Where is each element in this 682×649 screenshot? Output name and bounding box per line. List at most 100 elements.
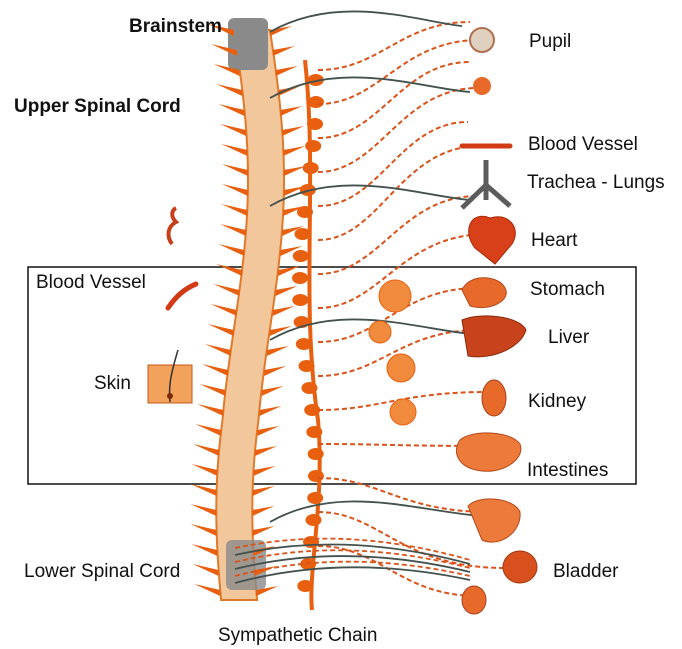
- nerve-root-right: [254, 466, 276, 476]
- colon-organ: [468, 499, 520, 542]
- pupil-label: Pupil: [529, 32, 571, 51]
- skin-tissue: [148, 350, 192, 403]
- trachea-lungs-label: Trachea - Lungs: [527, 173, 665, 192]
- bladder-label: Bladder: [553, 562, 619, 581]
- chain-ganglion: [292, 272, 308, 284]
- chain-ganglion: [294, 228, 310, 240]
- nerve-root-right: [276, 66, 298, 76]
- nerve-root-right: [278, 86, 300, 96]
- prevertebral-ganglion: [379, 280, 411, 312]
- nerve-root-right: [273, 46, 295, 56]
- nerve-root-left: [221, 204, 247, 216]
- nerve-root-left: [200, 384, 226, 396]
- nerve-root-left: [214, 284, 240, 296]
- chain-ganglion: [293, 250, 309, 262]
- parasympathetic-fiber: [270, 11, 462, 32]
- nerve-root-left: [194, 584, 220, 596]
- chain-ganglion: [292, 294, 308, 306]
- upper-spinal-cord-label: Upper Spinal Cord: [14, 97, 181, 116]
- nerve-root-left: [220, 124, 246, 136]
- nerve-root-right: [282, 126, 304, 136]
- chain-ganglion: [308, 96, 324, 108]
- nerve-root-right: [262, 386, 284, 396]
- organs: [457, 28, 537, 614]
- nerve-root-right: [284, 166, 306, 176]
- nerve-root-left: [193, 444, 219, 456]
- nerve-root-left: [216, 84, 242, 96]
- chain-ganglion: [304, 404, 320, 416]
- nerve-root-right: [267, 346, 289, 356]
- prevertebral-ganglion: [369, 321, 391, 343]
- nerve-root-left: [191, 544, 217, 556]
- brainstem-label: Brainstem: [129, 17, 222, 36]
- nerve-root-right: [252, 506, 274, 516]
- nerve-root-right: [257, 426, 279, 436]
- liver-organ: [462, 316, 526, 357]
- brainstem-cap: [228, 18, 268, 70]
- lower-cord-gray: [226, 540, 266, 590]
- chain-ganglion: [303, 536, 319, 548]
- nerve-root-left: [216, 264, 242, 276]
- nerve-root-left: [192, 464, 218, 476]
- kidney-organ: [482, 380, 506, 416]
- nerve-root-left: [220, 224, 246, 236]
- chain-ganglion: [305, 140, 321, 152]
- nerve-root-left: [208, 324, 234, 336]
- chain-ganglion: [296, 338, 312, 350]
- nerve-root-right: [283, 146, 305, 156]
- heart-label: Heart: [531, 231, 577, 250]
- preganglionic-fiber: [318, 478, 490, 512]
- nerve-root-left: [218, 244, 244, 256]
- eye-organ: [473, 77, 491, 95]
- lower-spinal-cord-label: Lower Spinal Cord: [24, 562, 180, 581]
- stomach-organ: [462, 278, 506, 308]
- liver-label: Liver: [548, 328, 589, 347]
- nerve-root-left: [205, 344, 231, 356]
- chain-ganglion: [299, 360, 315, 372]
- preganglionic-fiber: [318, 40, 480, 104]
- nerve-root-right: [259, 406, 281, 416]
- heart-organ: [469, 216, 516, 264]
- nerve-root-right: [273, 306, 295, 316]
- chain-ganglion: [306, 426, 322, 438]
- prevertebral-ganglion: [390, 399, 416, 425]
- parasympathetic-fiber: [270, 501, 482, 522]
- prevertebral-ganglion: [387, 354, 415, 382]
- nerve-root-right: [253, 526, 275, 536]
- blood-vessel-left-label: Blood Vessel: [36, 273, 146, 292]
- nerve-root-left: [193, 564, 219, 576]
- sympathetic-chain-label: Sympathetic Chain: [218, 626, 377, 645]
- chain-ganglion: [306, 514, 322, 526]
- chain-ganglion: [297, 580, 313, 592]
- nerve-root-left: [197, 404, 223, 416]
- preganglionic-fiber: [318, 146, 480, 240]
- nerve-root-left: [195, 424, 221, 436]
- genital-organ: [462, 586, 486, 614]
- chain-ganglion: [301, 382, 317, 394]
- chain-ganglion: [303, 162, 319, 174]
- blood-vessel-left-icon: [168, 208, 196, 308]
- chain-ganglion: [297, 206, 313, 218]
- kidney-label: Kidney: [528, 392, 586, 411]
- nerve-root-left: [191, 484, 217, 496]
- bladder-organ: [503, 551, 537, 583]
- nerve-root-left: [191, 524, 217, 536]
- nerve-root-left: [218, 104, 244, 116]
- blood-vessel-right-label: Blood Vessel: [528, 135, 638, 154]
- nerve-root-left: [211, 304, 237, 316]
- nerve-root-right: [276, 286, 298, 296]
- nerve-root-right: [255, 446, 277, 456]
- nerve-root-right: [253, 486, 275, 496]
- chain-ganglion: [307, 492, 323, 504]
- nerve-root-left: [221, 144, 247, 156]
- nerve-root-left: [222, 164, 248, 176]
- nerve-root-right: [264, 366, 286, 376]
- trachea-organ: [462, 160, 510, 208]
- intestine-organ: [457, 433, 521, 471]
- chain-ganglion: [307, 118, 323, 130]
- stomach-label: Stomach: [530, 280, 605, 299]
- sympathetic-chain-column: [292, 60, 324, 610]
- skin-label: Skin: [94, 374, 131, 393]
- chain-ganglion: [308, 448, 324, 460]
